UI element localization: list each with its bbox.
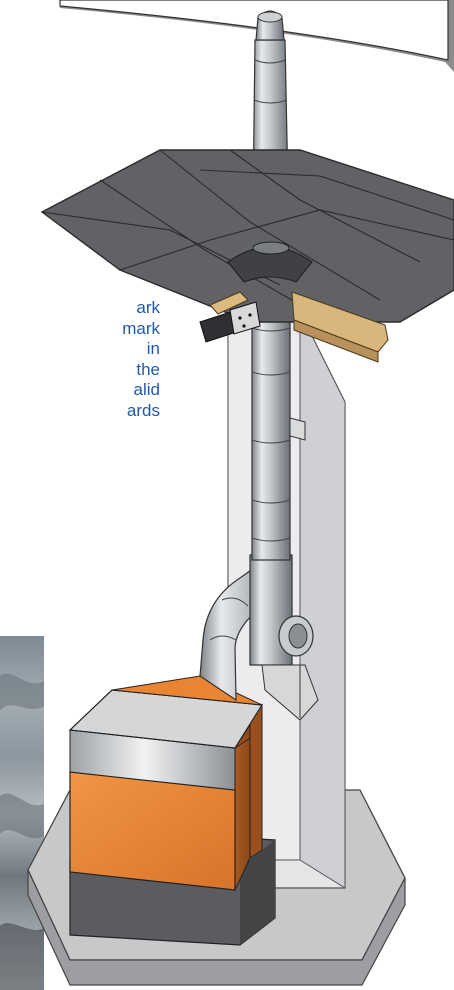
caption-line: mark <box>122 318 160 338</box>
caption-line: ards <box>126 400 160 420</box>
caption-line: the <box>136 359 160 379</box>
caption-line: in <box>146 339 160 358</box>
wall-strap <box>289 417 306 441</box>
caption-line: alid <box>133 380 160 399</box>
caption-line: ark <box>136 298 160 317</box>
roof-shingles <box>40 149 454 323</box>
support-bracket <box>199 301 261 343</box>
ceiling-panel <box>59 0 454 72</box>
caption-text: ark mark in the alid ards <box>0 298 160 421</box>
roof-rafters <box>209 291 389 363</box>
side-photo <box>0 636 44 990</box>
furnace-appliance <box>68 675 263 891</box>
